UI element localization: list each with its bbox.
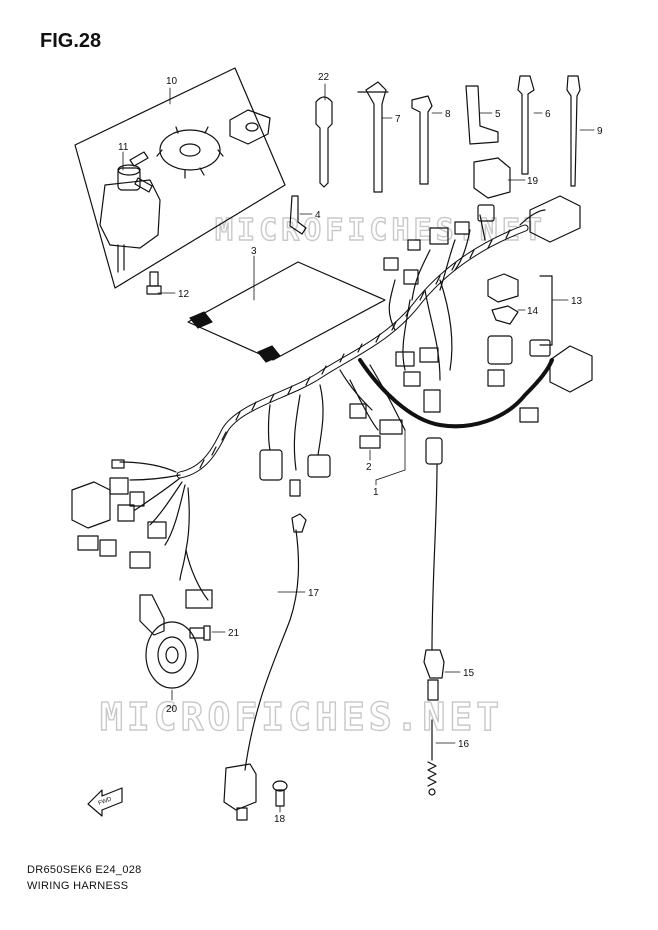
- callout-1: 1: [373, 487, 379, 498]
- callout-22: 22: [318, 72, 330, 83]
- callout-15: 15: [463, 668, 475, 679]
- key-blank-22: [315, 96, 333, 188]
- connectors: [71, 195, 593, 609]
- leader-lines: [122, 83, 595, 813]
- cap-19: [473, 157, 511, 199]
- bolt-21: [189, 625, 211, 641]
- callout-7: 7: [395, 114, 401, 125]
- spring-16: [427, 719, 437, 796]
- callout-20: 20: [166, 704, 178, 715]
- diagram-name: WIRING HARNESS: [27, 880, 129, 892]
- clamp-5: [465, 85, 499, 145]
- callout-13: 13: [571, 296, 583, 307]
- callout-10: 10: [166, 76, 178, 87]
- clamp-7: [357, 81, 389, 193]
- wiring-label-sheet: [187, 261, 386, 363]
- switch-17: [223, 513, 307, 821]
- callout-17: 17: [308, 588, 320, 599]
- watermark-bottom: MICROFICHES.NET: [100, 695, 503, 739]
- callout-18: 18: [274, 814, 286, 825]
- callout-19: 19: [527, 176, 539, 187]
- tie-strap-9: [566, 75, 581, 187]
- callout-16: 16: [458, 739, 470, 750]
- screw-18: [272, 780, 288, 807]
- figure-title: FIG.28: [40, 30, 102, 52]
- band-6: [517, 75, 535, 175]
- horn-20: [139, 594, 199, 689]
- bolt-12: [146, 271, 162, 295]
- ignition-switch-group: [74, 67, 286, 289]
- callout-6: 6: [545, 109, 551, 120]
- callout-4: 4: [315, 210, 321, 221]
- sensor-15: [423, 649, 445, 701]
- callout-5: 5: [495, 109, 501, 120]
- fuse-holder-13: [487, 273, 553, 365]
- bracket-4: [289, 195, 307, 235]
- callout-14: 14: [527, 306, 539, 317]
- main-harness: [119, 209, 554, 771]
- clamp-8: [411, 95, 433, 185]
- callout-8: 8: [445, 109, 451, 120]
- callout-12: 12: [178, 289, 190, 300]
- callout-11: 11: [118, 142, 129, 153]
- callout-9: 9: [597, 126, 603, 137]
- callout-3: 3: [251, 246, 257, 257]
- callout-2: 2: [366, 462, 372, 473]
- callout-21: 21: [228, 628, 240, 639]
- model-code: DR650SEK6 E24_028: [27, 864, 142, 876]
- callout-numbers: 10 11 12 3 22 7 8 5 6 9 4 19 14 13 2 1 2…: [118, 72, 603, 825]
- fwd-label: FWD: [98, 796, 114, 807]
- fwd-arrow: [87, 787, 123, 817]
